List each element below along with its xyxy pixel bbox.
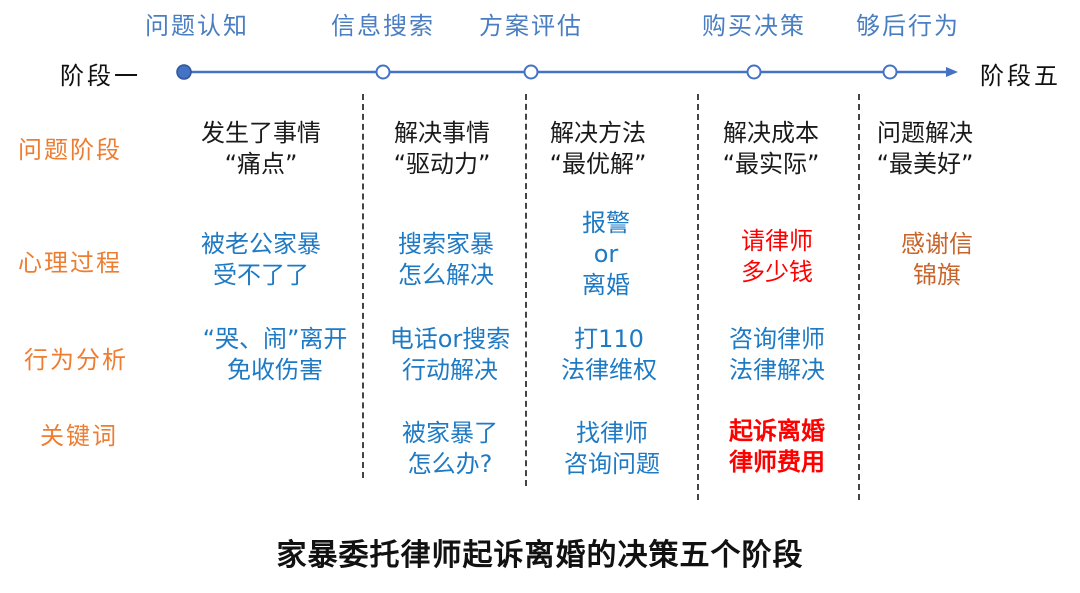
keywords-cell-3: 找律师 咨询问题 [564,419,660,478]
timeline-node-filled-icon [176,64,192,80]
timeline-node-icon [882,64,898,80]
timeline-arrow-icon [946,67,958,77]
column-divider [697,94,699,500]
timeline-start-label: 阶段一 [60,62,141,90]
stage-title-problem-recognition: 问题认知 [145,12,249,40]
psychology-cell-5: 感谢信 锦旗 [901,230,973,289]
stage-title-evaluation: 方案评估 [479,12,583,40]
row-label-keywords: 关键词 [40,422,118,450]
problem-stage-cell-2: 解决事情 “驱动力” [393,119,491,178]
row-label-psychology: 心理过程 [18,249,122,277]
psychology-cell-1: 被老公家暴 受不了了 [201,230,321,289]
behavior-cell-2: 电话or搜索 行动解决 [389,325,511,384]
keywords-cell-4: 起诉离婚 律师费用 [729,417,825,476]
stage-title-purchase-decision: 购买决策 [702,12,806,40]
problem-stage-cell-3: 解决方法 “最优解” [549,119,647,178]
problem-stage-cell-4: 解决成本 “最实际” [722,119,820,178]
timeline-axis [176,64,958,80]
behavior-cell-4: 咨询律师 法律解决 [729,325,825,384]
behavior-cell-1: “哭、闹”离开 免收伤害 [202,325,348,384]
timeline-node-icon [746,64,762,80]
row-label-problem-stage: 问题阶段 [18,136,122,164]
diagram-title: 家暴委托律师起诉离婚的决策五个阶段 [276,538,804,573]
psychology-cell-4: 请律师 多少钱 [741,227,813,286]
behavior-cell-3: 打110 法律维权 [561,325,657,384]
column-divider [858,94,860,500]
problem-stage-cell-1: 发生了事情 “痛点” [201,119,321,178]
keywords-cell-2: 被家暴了 怎么办? [402,419,498,478]
problem-stage-cell-5: 问题解决 “最美好” [876,119,974,178]
stage-title-information-search: 信息搜索 [331,12,435,40]
psychology-cell-2: 搜索家暴 怎么解决 [398,230,494,289]
row-label-behavior: 行为分析 [24,346,128,374]
timeline-node-icon [523,64,539,80]
column-divider [362,94,364,478]
timeline-end-label: 阶段五 [980,62,1061,90]
stage-title-post-behavior: 够后行为 [856,12,960,40]
timeline-node-icon [375,64,391,80]
column-divider [525,94,527,486]
psychology-cell-3: 报警 or 离婚 [582,209,630,299]
